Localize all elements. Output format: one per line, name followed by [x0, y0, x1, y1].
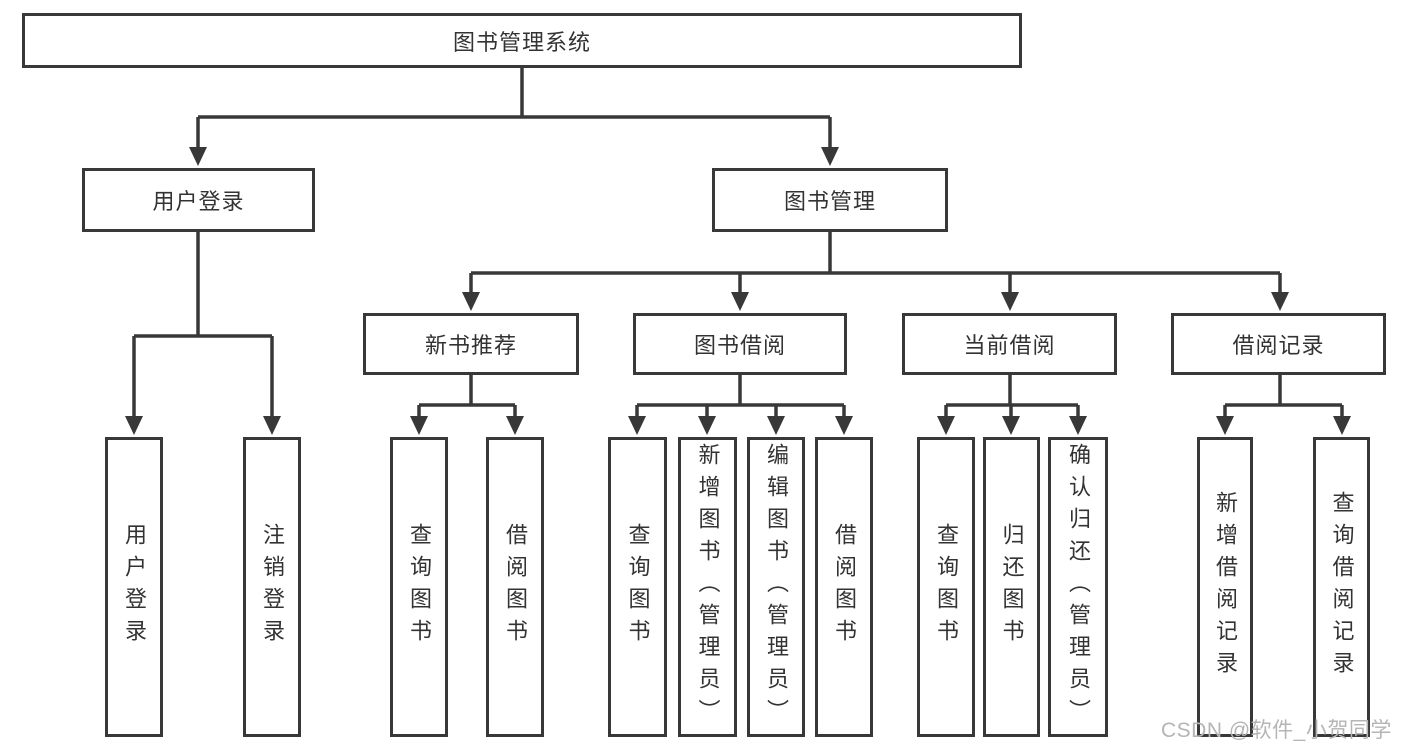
node-root-label: 图书管理系统 — [452, 29, 591, 55]
node-book-borrow: 图书借阅 — [633, 313, 847, 375]
leaf-return-books-label: 归还图书 — [999, 523, 1025, 651]
node-new-book-recommend: 新书推荐 — [363, 313, 579, 375]
leaf-query-books-recommend: 查询图书 — [390, 437, 448, 737]
watermark-text: CSDN @软件_小贺同学 — [1161, 719, 1392, 742]
leaf-confirm-return-admin: 确认归还（管理员） — [1048, 437, 1108, 737]
leaf-add-book-admin: 新增图书（管理员） — [678, 437, 737, 737]
node-book-management-label: 图书管理 — [783, 189, 876, 214]
node-borrow-records-label: 借阅记录 — [1232, 333, 1325, 358]
node-borrow-records: 借阅记录 — [1171, 313, 1386, 375]
leaf-query-borrow-record-label: 查询借阅记录 — [1329, 491, 1355, 683]
connector-paths — [132, 68, 1344, 419]
node-book-borrow-label: 图书借阅 — [693, 333, 786, 358]
leaf-borrow-books: 借阅图书 — [815, 437, 873, 737]
leaf-query-books-recommend-label: 查询图书 — [407, 523, 432, 651]
leaf-query-books-current: 查询图书 — [917, 437, 975, 737]
node-user-login-label: 用户登录 — [152, 189, 245, 214]
node-book-management: 图书管理 — [712, 168, 948, 232]
leaf-query-books-current-label: 查询图书 — [934, 523, 959, 651]
leaf-query-borrow-record: 查询借阅记录 — [1313, 437, 1370, 737]
leaf-add-book-admin-label: 新增图书（管理员） — [695, 443, 721, 731]
leaf-edit-book-admin-label: 编辑图书（管理员） — [764, 443, 789, 731]
leaf-borrow-books-recommend: 借阅图书 — [486, 437, 544, 737]
leaf-borrow-books-recommend-label: 借阅图书 — [503, 523, 528, 651]
leaf-logout: 注销登录 — [243, 437, 301, 737]
leaf-return-books: 归还图书 — [983, 437, 1040, 737]
leaf-user-login: 用户登录 — [105, 437, 163, 737]
leaf-add-borrow-record-label: 新增借阅记录 — [1213, 491, 1238, 683]
leaf-confirm-return-admin-label: 确认归还（管理员） — [1066, 443, 1091, 731]
leaf-query-books-borrow-label: 查询图书 — [625, 523, 651, 651]
leaf-user-login-label: 用户登录 — [122, 523, 147, 651]
leaf-borrow-books-label: 借阅图书 — [832, 523, 857, 651]
node-user-login: 用户登录 — [82, 168, 315, 232]
leaf-logout-label: 注销登录 — [260, 523, 285, 651]
leaf-query-books-borrow: 查询图书 — [608, 437, 667, 737]
node-root: 图书管理系统 — [22, 13, 1022, 68]
node-new-book-recommend-label: 新书推荐 — [424, 333, 517, 358]
node-current-borrow: 当前借阅 — [902, 313, 1117, 375]
node-current-borrow-label: 当前借阅 — [963, 333, 1056, 358]
leaf-edit-book-admin: 编辑图书（管理员） — [747, 437, 805, 737]
arrowheads — [125, 147, 1351, 435]
leaf-add-borrow-record: 新增借阅记录 — [1197, 437, 1253, 737]
